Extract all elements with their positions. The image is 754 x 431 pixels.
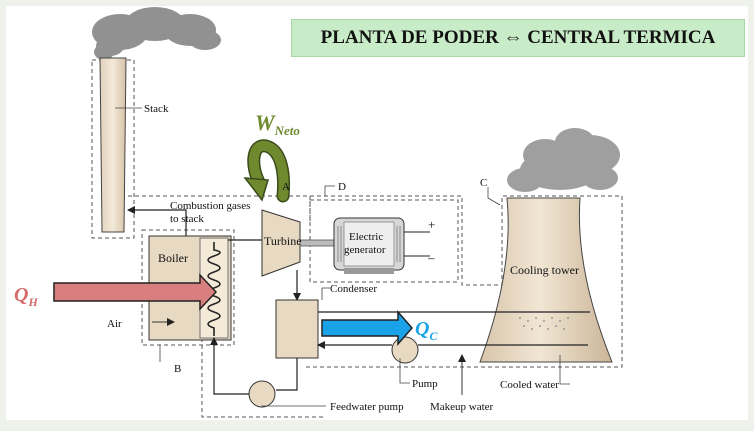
label-minus: – [427, 250, 435, 265]
page-title: PLANTA DE PODER ⇔ CENTRAL TERMICA [291, 19, 745, 57]
feedwater-line [210, 337, 249, 395]
label-combustion-gases-2: to stack [170, 213, 204, 225]
label-turbine: Turbine [264, 234, 302, 248]
stack-smoke-cloud-icon [92, 7, 221, 60]
net-work-curved-arrow-icon [243, 139, 290, 203]
boundary-label-d: D [338, 181, 346, 193]
turbine [261, 209, 301, 277]
label-stack: Stack [144, 103, 169, 115]
leader-lines [115, 107, 570, 407]
heat-input-symbol: QH [14, 284, 38, 309]
boundary-d [309, 199, 459, 283]
heat-rejected-arrow-icon [321, 310, 413, 346]
label-boiler: Boiler [158, 251, 188, 265]
boundary-label-c: C [480, 177, 487, 189]
label-combustion-gases-1: Combustion gases [170, 200, 250, 212]
condenser [275, 299, 319, 359]
stack [99, 57, 127, 233]
label-cooled-water: Cooled water [500, 379, 559, 391]
electric-generator [333, 217, 430, 274]
combustion-gases-flow [127, 206, 187, 236]
boundary-label-a: A [282, 181, 290, 193]
boiler-coil [207, 242, 221, 336]
cooling-tower [479, 197, 613, 363]
heat-rejected-symbol: QC [415, 318, 438, 343]
tower-steam-cloud-icon [507, 128, 620, 192]
boundary-label-b: B [174, 363, 181, 375]
heat-input-arrow-icon [53, 273, 218, 311]
boundary-c [306, 195, 623, 368]
label-cooling-tower: Cooling tower [510, 263, 579, 277]
label-pump: Pump [412, 378, 438, 390]
label-air: Air [107, 318, 122, 330]
turbine-shaft [299, 239, 335, 247]
label-generator-2: generator [344, 244, 386, 256]
cooling-water-pump [391, 336, 419, 364]
label-condenser: Condenser [330, 283, 377, 295]
net-work-symbol: WNeto [255, 110, 300, 138]
label-feedwater-pump: Feedwater pump [330, 401, 404, 413]
label-makeup-water: Makeup water [430, 401, 494, 413]
label-generator-1: Electric [349, 231, 383, 243]
cooling-tower-spray [519, 317, 569, 330]
label-plus: + [428, 217, 435, 232]
condensate-line [276, 358, 298, 391]
feedwater-pump [248, 380, 276, 408]
boundary-b [141, 229, 235, 346]
